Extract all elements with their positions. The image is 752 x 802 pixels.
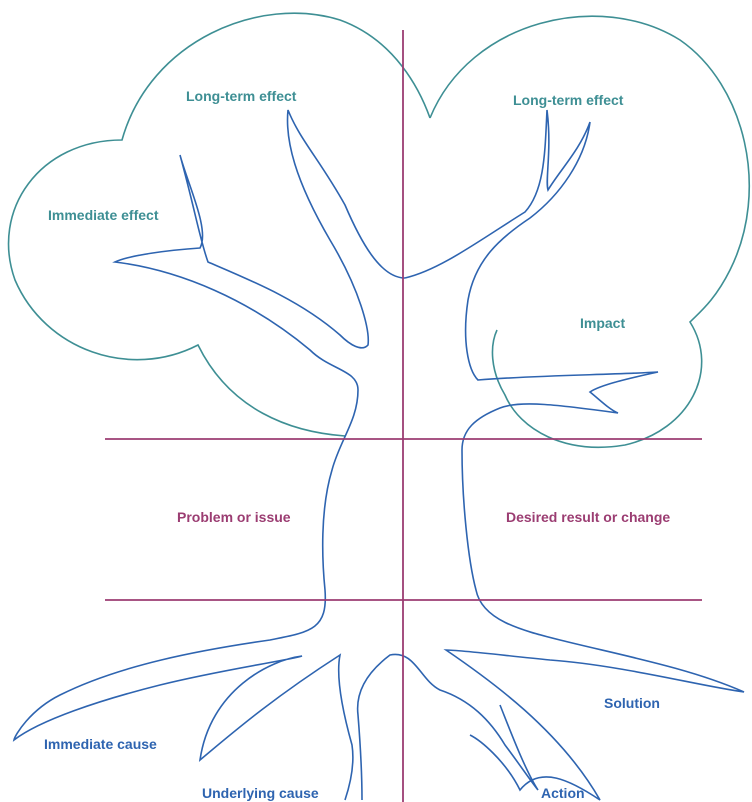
solution-label: Solution bbox=[604, 695, 660, 711]
tree-outline-left bbox=[12, 109, 406, 801]
long-term-effect-left-label: Long-term effect bbox=[186, 88, 297, 104]
immediate-cause-label: Immediate cause bbox=[44, 736, 157, 752]
action-label: Action bbox=[541, 785, 585, 801]
impact-label: Impact bbox=[580, 315, 626, 331]
immediate-effect-label: Immediate effect bbox=[48, 207, 159, 223]
canopy-outline-left bbox=[7, 12, 431, 437]
canopy-outline-right bbox=[429, 15, 750, 449]
tree-outline-center-root bbox=[356, 653, 539, 801]
tree-outline-right bbox=[404, 109, 745, 801]
problem-or-issue-label: Problem or issue bbox=[177, 509, 291, 525]
underlying-cause-label: Underlying cause bbox=[202, 785, 319, 801]
long-term-effect-right-label: Long-term effect bbox=[513, 92, 624, 108]
desired-result-label: Desired result or change bbox=[506, 509, 671, 525]
